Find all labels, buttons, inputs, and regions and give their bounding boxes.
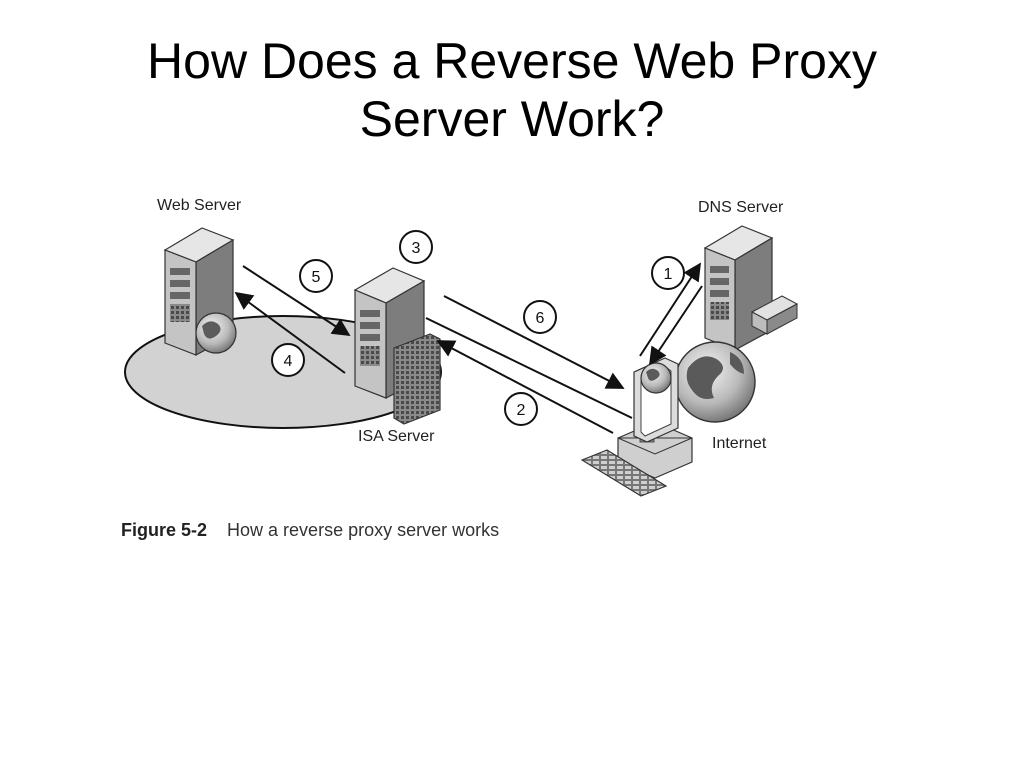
step-4-label: 4 <box>284 353 293 370</box>
step-6-marker: 6 <box>523 300 557 334</box>
title-line-2: Server Work? <box>359 91 665 147</box>
step-2-marker: 2 <box>504 392 538 426</box>
web-server-label: Web Server <box>157 197 242 214</box>
globe-icon <box>195 312 237 354</box>
internet-label: Internet <box>712 435 767 452</box>
isa-server-label: ISA Server <box>358 428 435 445</box>
connector-line <box>425 317 633 419</box>
modem-icon <box>750 295 799 335</box>
figure-caption-text: How a reverse proxy server works <box>227 520 500 540</box>
step-3-label: 3 <box>412 240 421 257</box>
dns-server-label: DNS Server <box>698 199 784 216</box>
figure-caption: Figure 5-2 How a reverse proxy server wor… <box>121 520 499 541</box>
step-3-marker: 3 <box>399 230 433 264</box>
arrow-step-1-reply <box>649 285 703 366</box>
step-1-label: 1 <box>664 266 673 283</box>
arrow-step-6 <box>443 295 625 389</box>
arrow-step-4 <box>234 291 346 374</box>
arrow-step-2 <box>436 340 614 434</box>
step-1-marker: 1 <box>651 256 685 290</box>
client-globe-icon <box>640 362 672 394</box>
internet-globe-icon <box>674 341 756 423</box>
step-2-label: 2 <box>517 402 526 419</box>
arrow-step-1-request <box>639 262 701 357</box>
step-5-marker: 5 <box>299 259 333 293</box>
keyboard-icon <box>580 449 668 497</box>
firewall-icon <box>393 333 441 425</box>
figure-number: Figure 5-2 <box>121 520 208 540</box>
step-6-label: 6 <box>536 310 545 327</box>
step-5-label: 5 <box>312 269 321 286</box>
slide-title: How Does a Reverse Web Proxy Server Work… <box>0 32 1024 148</box>
step-4-marker: 4 <box>271 343 305 377</box>
title-line-1: How Does a Reverse Web Proxy <box>147 33 877 89</box>
arrow-step-5 <box>242 265 351 336</box>
